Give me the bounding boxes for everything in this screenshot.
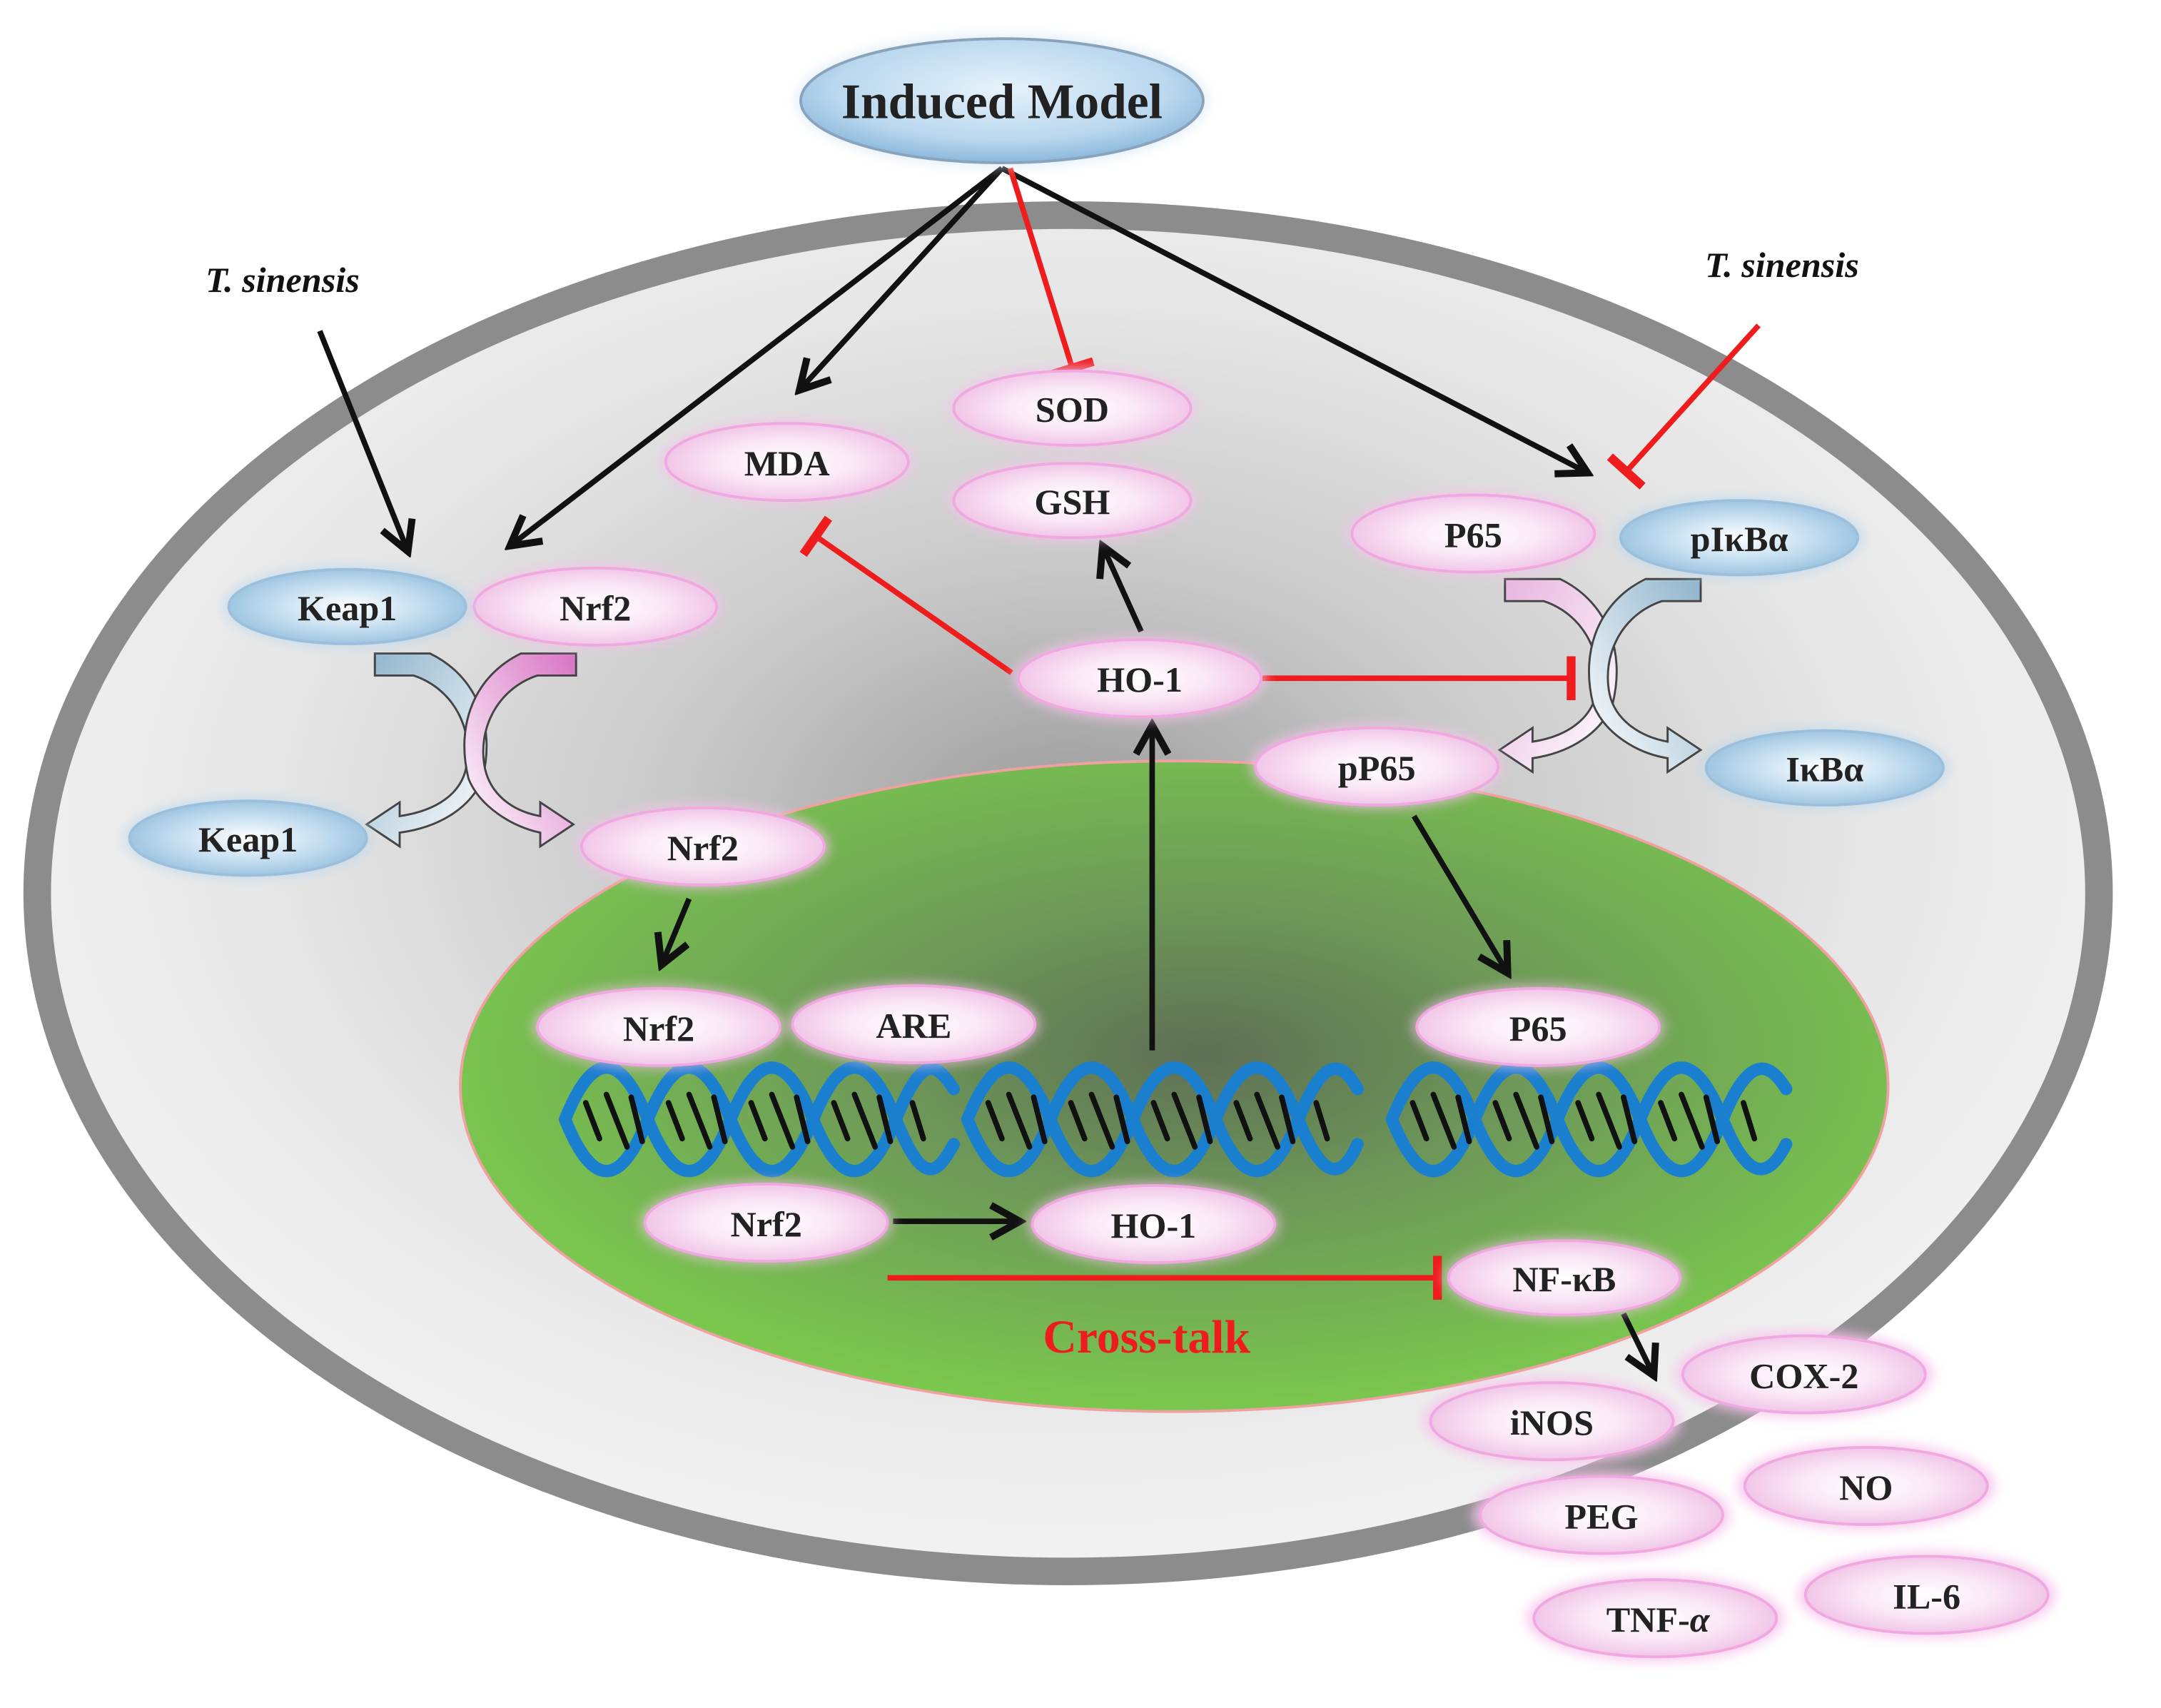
inhibit-ho1-mda: [799, 515, 1013, 675]
induced-model-node: Induced Model: [795, 33, 1209, 168]
pp65-label: pP65: [1338, 748, 1416, 788]
il6-node: IL-6: [1797, 1550, 2057, 1639]
induced-model-label: Induced Model: [841, 75, 1163, 130]
nrf2-lower-label: Nrf2: [731, 1204, 802, 1244]
nrf2-free-label: Nrf2: [667, 828, 739, 868]
pikba-node: pIκBα: [1615, 496, 1863, 580]
arrow-ho1-to-gsh: [1103, 546, 1144, 633]
nrf2-lower-node: Nrf2: [639, 1180, 894, 1265]
ho1-nucleus-node: HO-1: [1026, 1181, 1281, 1267]
dna-helix-right: [1385, 1061, 1793, 1178]
inhibit-herb-pikba: [1606, 323, 1761, 490]
crosstalk-label: Cross-talk: [1043, 1311, 1250, 1363]
tnfa-prefix: TNF-: [1606, 1600, 1690, 1639]
nrf2-nucleus-node: Nrf2: [532, 984, 786, 1070]
herb-label-right: T. sinensis: [1705, 245, 1859, 285]
arrow-herb-to-keap1: [317, 330, 408, 552]
tnfa-greek: α: [1690, 1600, 1711, 1639]
tnfa-node: TNF-α: [1525, 1574, 1785, 1663]
arrow-model-to-nrf2: [510, 166, 1004, 546]
arrow-model-to-pikba: [1001, 166, 1588, 473]
tnfa-label: TNF-α: [1606, 1600, 1711, 1639]
inhibit-model-sod: [1007, 167, 1095, 379]
are-node: ARE: [786, 981, 1041, 1067]
keap1-bound-node: Keap1: [223, 565, 472, 648]
pikba-label: pIκBα: [1691, 519, 1788, 559]
inhibition-lines: [799, 167, 1761, 1300]
sod-node: SOD: [948, 366, 1197, 450]
cox2-node: COX-2: [1674, 1330, 1934, 1419]
arrow-model-to-mda: [799, 166, 1004, 390]
p65-nucleus-label: P65: [1509, 1009, 1567, 1048]
mda-node: MDA: [660, 419, 914, 505]
no-node: NO: [1736, 1442, 1996, 1530]
ho1-cytoplasm-label: HO-1: [1097, 660, 1183, 699]
sod-label: SOD: [1036, 390, 1109, 430]
keap1-bound-label: Keap1: [298, 588, 397, 628]
arrow-nrf2-into-nucleus: [662, 897, 692, 965]
activation-arrows: [317, 166, 1654, 1376]
cox2-label: COX-2: [1749, 1355, 1858, 1395]
dna-helix-left: [559, 1061, 961, 1178]
ikba-label: IκBα: [1786, 749, 1863, 789]
keap1-free-node: Keap1: [123, 797, 373, 880]
herb-label-left: T. sinensis: [206, 260, 360, 300]
are-label: ARE: [876, 1006, 951, 1046]
p65-ikba-exchange: [1497, 577, 1703, 774]
nrf2-bound-label: Nrf2: [560, 588, 631, 628]
nfkb-label: NF-κB: [1512, 1259, 1616, 1299]
arrow-nfkb-to-mediators: [1621, 1312, 1654, 1376]
inos-node: iNOS: [1422, 1377, 1681, 1465]
nrf2-release-arrow: [463, 652, 577, 849]
il6-label: IL-6: [1893, 1576, 1960, 1616]
no-label: NO: [1839, 1467, 1893, 1507]
nfkb-node: NF-κB: [1442, 1236, 1686, 1320]
dna-helix-middle: [961, 1061, 1364, 1178]
ikba-node: IκBα: [1701, 726, 1949, 809]
keap1-free-label: Keap1: [198, 819, 298, 859]
p65-nucleus-node: P65: [1411, 984, 1665, 1070]
p65-cytoplasm-node: P65: [1346, 490, 1601, 577]
arrow-pp65-to-p65: [1412, 814, 1507, 973]
p65-cytoplasm-label: P65: [1444, 515, 1502, 555]
pp65-node: pP65: [1250, 724, 1504, 809]
gsh-node: GSH: [948, 459, 1197, 542]
gsh-label: GSH: [1034, 482, 1110, 522]
ikba-release-arrow: [1588, 577, 1703, 774]
peg-label: PEG: [1564, 1496, 1638, 1536]
inos-label: iNOS: [1510, 1403, 1594, 1442]
peg-node: PEG: [1472, 1470, 1731, 1560]
mda-label: MDA: [744, 443, 830, 483]
nrf2-nucleus-label: Nrf2: [623, 1009, 694, 1048]
ho1-nucleus-label: HO-1: [1110, 1206, 1196, 1245]
nrf2-free-node: Nrf2: [576, 804, 830, 889]
ho1-cytoplasm-node: HO-1: [1013, 635, 1267, 722]
nrf2-bound-node: Nrf2: [468, 563, 722, 650]
keap1-nrf2-exchange: [365, 652, 577, 849]
